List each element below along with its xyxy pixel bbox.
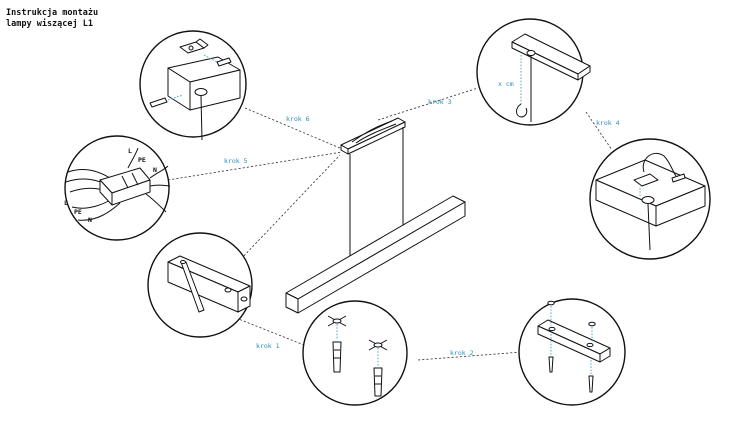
wire-label-l-bottom: L [64, 199, 68, 207]
step-label-5: krok 5 [224, 157, 248, 165]
title-line-2: lampy wiszącej L1 [6, 19, 93, 29]
detail-step1 [302, 300, 408, 406]
detail-step3: x cm [476, 18, 591, 126]
detail-step5: L PE N L PE N [64, 135, 171, 241]
detail-step4 [589, 138, 711, 260]
wire-label-n-top: N [153, 166, 157, 174]
leader-step6 [244, 107, 341, 149]
leader-step2 [417, 351, 523, 361]
detail-bracket-wrench [147, 232, 253, 338]
step-label-1: krok 1 [256, 342, 280, 350]
measure-label: x cm [498, 80, 514, 88]
lamp-bar-side [297, 201, 466, 314]
step-label-3: krok 3 [428, 98, 452, 106]
step-label-2: krok 2 [450, 349, 474, 357]
detail-step6 [139, 30, 247, 141]
title-line-1: Instrukcja montażu [6, 8, 99, 18]
wire-label-pe-bottom: PE [74, 208, 82, 216]
lamp-main [285, 117, 466, 314]
leader-bracket [237, 154, 341, 263]
leader-step3 [377, 87, 479, 121]
lamp-bar-top [285, 195, 466, 300]
wire-label-n-bottom: N [88, 216, 92, 224]
leader-step5 [167, 151, 343, 181]
step-label-6: krok 6 [286, 115, 310, 123]
step-label-4: krok 4 [596, 119, 620, 127]
leader-step4 [585, 111, 613, 151]
detail-step2 [518, 298, 626, 406]
wire-label-l-top: L [128, 147, 132, 155]
instruction-title: Instrukcja montażu lampy wiszącej L1 [6, 8, 98, 30]
leader-lines [167, 87, 613, 361]
leader-step1 [235, 317, 305, 346]
wire-label-pe-top: PE [138, 156, 146, 164]
